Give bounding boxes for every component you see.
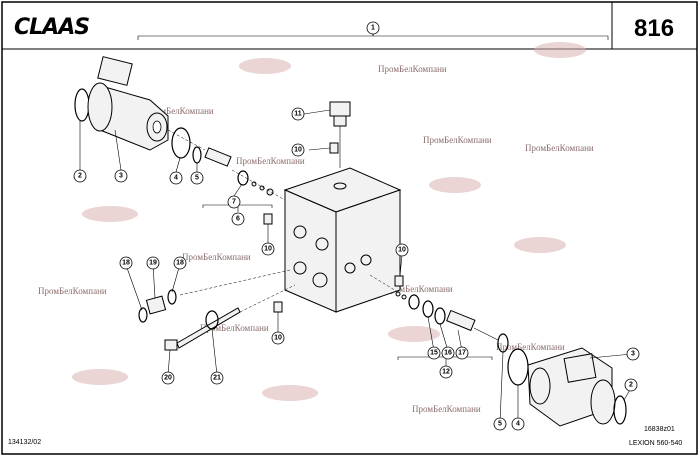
drawing-ref-left: 134132/02 [8,439,41,446]
callout-label: 11 [294,111,302,118]
valve-stem-part [204,147,274,196]
o-ring-part [613,395,627,425]
plug-part [263,213,273,225]
callout-label: 15 [430,350,438,357]
watermark-text: ПромБелКомпани [384,284,453,294]
watermark-text: ПромБелКомпани [496,342,565,352]
callout-label: 21 [213,375,221,382]
callout-label: 5 [498,421,502,428]
plug-part [394,275,404,287]
callout-label: 18 [122,260,130,267]
assembly-bracket [137,35,609,40]
callout-label: 12 [442,369,450,376]
callout-label: 20 [164,375,172,382]
callout-label: 3 [631,351,635,358]
solenoid-coil-part [87,56,169,151]
watermark-text: ПромБелКомпани [423,135,492,145]
watermark-text: ПромБелКомпани [412,404,481,414]
callout-label: 17 [458,350,466,357]
watermark-text: ПромБелКомпани [182,252,251,262]
watermark-text: ПромБелКомпани [200,323,269,333]
callout-label: 16 [444,350,452,357]
o-ring-part [507,348,529,386]
callout-label: 6 [236,216,240,223]
fitting-part [329,101,351,168]
callout-label: 10 [264,246,272,253]
page-number: 816 [634,15,674,42]
callout-label: 3 [119,173,123,180]
watermark-logos [72,42,586,401]
plug-part [329,142,339,154]
watermark-text: ПромБелКомпани [236,156,305,166]
o-ring-part [171,127,191,159]
callout-label: 7 [232,199,236,206]
callout-label: 5 [195,175,199,182]
callout-label: 19 [149,260,157,267]
o-ring-part [74,88,90,122]
callout-label: 2 [78,173,82,180]
claas-logo: CLAAS [14,15,89,40]
callout-label: 1 [371,25,375,32]
watermark-text: ПромБелКомпани [525,143,594,153]
callout-label: 4 [174,175,178,182]
assembly-lines [167,129,399,313]
callout-markers [73,21,640,431]
watermark-text: ПромБелКомпани [145,106,214,116]
model-name: LEXION 560-540 [629,440,682,447]
restrictor-part [138,289,177,323]
callout-label: 18 [176,260,184,267]
watermark-text: ПромБелКомпани [38,286,107,296]
callout-label: 2 [629,382,633,389]
valve-block-part [283,167,402,313]
solenoid-coil-part [527,347,616,427]
callout-label: 10 [294,147,302,154]
watermark-text: ПромБелКомпани [378,64,447,74]
callout-labels: 1 2 3 4 5 7 6 10 11 10 10 18 19 18 10 20… [78,25,635,428]
drawing-ref-right: 16838z01 [644,426,675,433]
callout-label: 10 [274,335,282,342]
washer-part [192,146,202,164]
callout-label: 4 [516,421,520,428]
plug-part [273,301,283,313]
callout-label: 10 [398,247,406,254]
